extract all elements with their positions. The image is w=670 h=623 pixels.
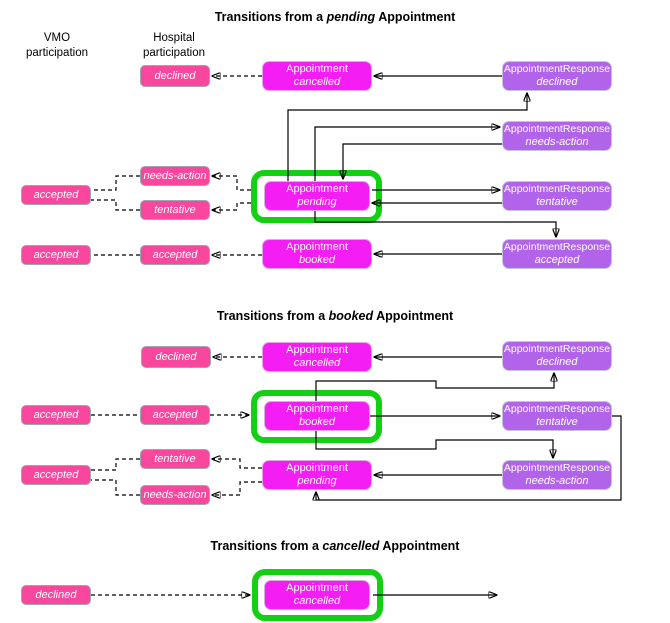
column-header-vmo: VMO participation	[15, 31, 99, 61]
title-prefix: Transitions from a	[216, 309, 329, 323]
s1-hospital-accepted: accepted	[140, 245, 210, 265]
s1-hospital-tentative: tentative	[140, 200, 210, 220]
vmo-header-line1: VMO	[43, 32, 71, 44]
box-status-label: tentative	[536, 416, 578, 428]
title-state: cancelled	[322, 539, 380, 553]
box-type-label: Appointment	[286, 63, 348, 75]
box-status-label: cancelled	[293, 357, 341, 369]
box-status-label: declined	[536, 76, 578, 88]
participation-status-label: accepted	[152, 408, 198, 421]
s2-hospital-tentative: tentative	[140, 449, 210, 469]
box-type-label: Appointment	[286, 462, 348, 474]
box-status-label: needs-action	[525, 136, 589, 148]
participation-status-label: needs-action	[143, 488, 207, 501]
participation-status-label: accepted	[33, 248, 79, 261]
box-type-label: AppointmentResponse	[503, 462, 611, 474]
s1-vmo-accepted-bottom: accepted	[21, 245, 91, 265]
participation-status-label: needs-action	[143, 169, 207, 182]
box-type-label: Appointment	[286, 344, 348, 356]
participation-status-label: accepted	[152, 248, 198, 261]
box-type-label: AppointmentResponse	[503, 183, 611, 195]
box-status-label: cancelled	[293, 76, 341, 88]
section-title-pending: Transitions from a pending Appointment	[0, 10, 670, 24]
box-type-label: Appointment	[286, 582, 348, 594]
hospital-header-line2: participation	[142, 47, 205, 59]
s1-hospital-needs-action: needs-action	[140, 166, 210, 186]
box-status-label: booked	[298, 416, 336, 428]
s2-vmo-accepted-bottom: accepted	[21, 465, 91, 485]
section-title-cancelled: Transitions from a cancelled Appointment	[0, 539, 670, 553]
participation-status-label: tentative	[154, 203, 196, 216]
box-type-label: AppointmentResponse	[503, 63, 611, 75]
box-type-label: Appointment	[286, 183, 348, 195]
participation-status-label: declined	[35, 588, 77, 601]
title-suffix: Appointment	[379, 539, 460, 553]
participation-status-label: accepted	[33, 408, 79, 421]
box-status-label: accepted	[534, 254, 580, 266]
vmo-header-line2: participation	[25, 47, 88, 59]
participation-status-label: tentative	[154, 452, 196, 465]
s2-hospital-needs-action: needs-action	[140, 485, 210, 505]
box-status-label: booked	[298, 254, 336, 266]
box-status-label: needs-action	[525, 475, 589, 487]
hospital-header-line1: Hospital	[153, 32, 195, 44]
s2-hospital-declined: declined	[141, 346, 211, 368]
s2-vmo-accepted-top: accepted	[21, 405, 91, 425]
section-title-booked: Transitions from a booked Appointment	[0, 309, 670, 323]
title-state: booked	[328, 309, 374, 323]
box-status-label: cancelled	[293, 595, 341, 607]
title-prefix: Transitions from a	[214, 10, 327, 24]
box-type-label: AppointmentResponse	[503, 343, 611, 355]
s3-vmo-declined: declined	[21, 585, 91, 605]
box-type-label: AppointmentResponse	[503, 403, 611, 415]
box-type-label: Appointment	[286, 241, 348, 253]
s2-hospital-accepted: accepted	[140, 405, 210, 425]
column-header-hospital: Hospital participation	[132, 31, 216, 61]
box-status-label: pending	[297, 196, 337, 208]
participation-status-label: declined	[155, 350, 197, 363]
box-type-label: AppointmentResponse	[503, 123, 611, 135]
title-suffix: Appointment	[373, 309, 454, 323]
s1-hospital-declined: declined	[140, 65, 210, 87]
box-status-label: declined	[536, 356, 578, 368]
s1-vmo-accepted-top: accepted	[21, 185, 91, 205]
box-status-label: pending	[297, 475, 337, 487]
title-state: pending	[326, 10, 376, 24]
participation-status-label: accepted	[33, 188, 79, 201]
title-prefix: Transitions from a	[210, 539, 323, 553]
box-type-label: AppointmentResponse	[503, 241, 611, 253]
title-suffix: Appointment	[375, 10, 456, 24]
participation-status-label: accepted	[33, 468, 79, 481]
box-status-label: tentative	[536, 196, 578, 208]
participation-status-label: declined	[154, 69, 196, 82]
box-type-label: Appointment	[286, 403, 348, 415]
